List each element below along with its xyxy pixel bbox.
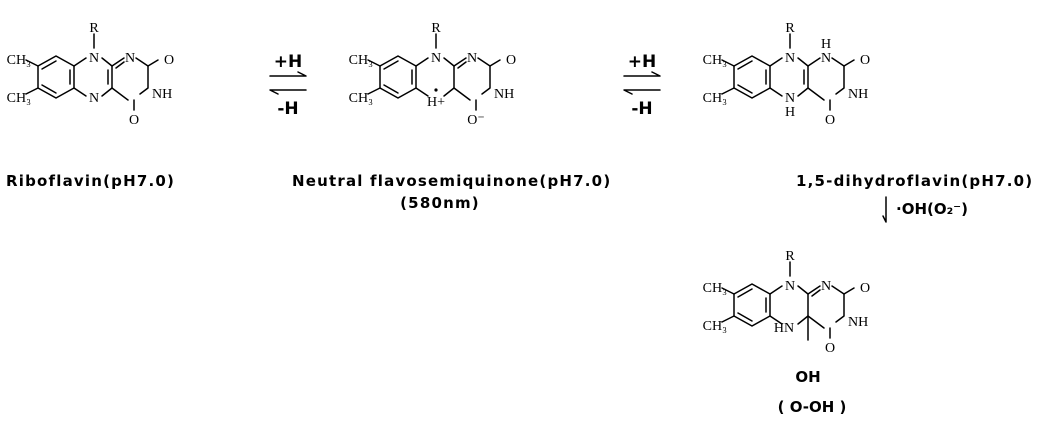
atom-n5: N bbox=[785, 91, 795, 106]
dihydroflavin-label: 1,5-dihydroflavin(pH7.0) bbox=[796, 172, 1033, 190]
atom-n5-h: HN bbox=[774, 321, 794, 336]
atom-n1: N bbox=[125, 51, 135, 66]
methyl-label-top: CH₃ bbox=[703, 53, 727, 68]
atom-n10: N bbox=[431, 51, 441, 66]
atom-n5-h-plus: H+ bbox=[427, 95, 445, 110]
atom-r: R bbox=[785, 249, 795, 264]
atom-n1: N bbox=[821, 279, 831, 294]
semiquinone-structure: CH₃ CH₃ N R H+ N O NH O⁻ bbox=[349, 21, 516, 128]
atom-n10: N bbox=[785, 51, 795, 66]
methyl-label-top: CH₃ bbox=[703, 281, 727, 296]
radical-attack-arrow: ·OH(O₂⁻) bbox=[882, 196, 968, 223]
atom-r: R bbox=[89, 21, 99, 36]
arrow-forward-label-1: +H bbox=[274, 52, 302, 72]
equilibrium-arrows-2: +H -H bbox=[623, 52, 661, 119]
semiquinone-label: Neutral flavosemiquinone(pH7.0) bbox=[292, 172, 611, 190]
atom-n1: N bbox=[467, 51, 477, 66]
arrow-reverse-label-1: -H bbox=[277, 99, 298, 119]
atom-h5: H bbox=[785, 105, 795, 120]
atom-n1: N bbox=[821, 51, 831, 66]
atom-o4: O bbox=[129, 113, 139, 128]
riboflavin-structure: CH₃ CH₃ N R N N O NH O bbox=[7, 21, 174, 128]
adduct-structure: CH₃ CH₃ N R HN N O NH O bbox=[703, 249, 870, 356]
atom-nh3: NH bbox=[848, 315, 868, 330]
atom-nh3: NH bbox=[494, 87, 514, 102]
atom-o4: O bbox=[825, 341, 835, 356]
atom-o2: O bbox=[164, 53, 174, 68]
atom-n5: N bbox=[89, 91, 99, 106]
adduct-alt-label: ( O-OH ) bbox=[778, 398, 847, 416]
arrow-forward-label-2: +H bbox=[628, 52, 656, 72]
atom-n10: N bbox=[89, 51, 99, 66]
radical-reagent-label: ·OH(O₂⁻) bbox=[896, 200, 968, 218]
methyl-label-bottom: CH₃ bbox=[7, 91, 31, 106]
methyl-label-top: CH₃ bbox=[7, 53, 31, 68]
atom-o2: O bbox=[860, 53, 870, 68]
atom-nh3: NH bbox=[848, 87, 868, 102]
atom-r: R bbox=[431, 21, 441, 36]
arrow-reverse-label-2: -H bbox=[631, 99, 652, 119]
methyl-label-bottom: CH₃ bbox=[703, 319, 727, 334]
atom-o4: O bbox=[825, 113, 835, 128]
semiquinone-wavelength: (580nm) bbox=[400, 194, 480, 212]
methyl-label-top: CH₃ bbox=[349, 53, 373, 68]
equilibrium-arrows-1: +H -H bbox=[269, 52, 307, 119]
atom-o2: O bbox=[506, 53, 516, 68]
atom-n10: N bbox=[785, 279, 795, 294]
atom-o4-minus: O⁻ bbox=[467, 113, 485, 128]
adduct-oh-label: OH bbox=[795, 368, 820, 386]
methyl-label-bottom: CH₃ bbox=[703, 91, 727, 106]
dihydroflavin-structure: CH₃ CH₃ N R N H N H O NH O bbox=[703, 21, 870, 128]
atom-h1: H bbox=[821, 37, 831, 52]
radical-dot bbox=[434, 88, 438, 92]
riboflavin-label: Riboflavin(pH7.0) bbox=[6, 172, 175, 190]
atom-o2: O bbox=[860, 281, 870, 296]
atom-nh3: NH bbox=[152, 87, 172, 102]
atom-r: R bbox=[785, 21, 795, 36]
methyl-label-bottom: CH₃ bbox=[349, 91, 373, 106]
